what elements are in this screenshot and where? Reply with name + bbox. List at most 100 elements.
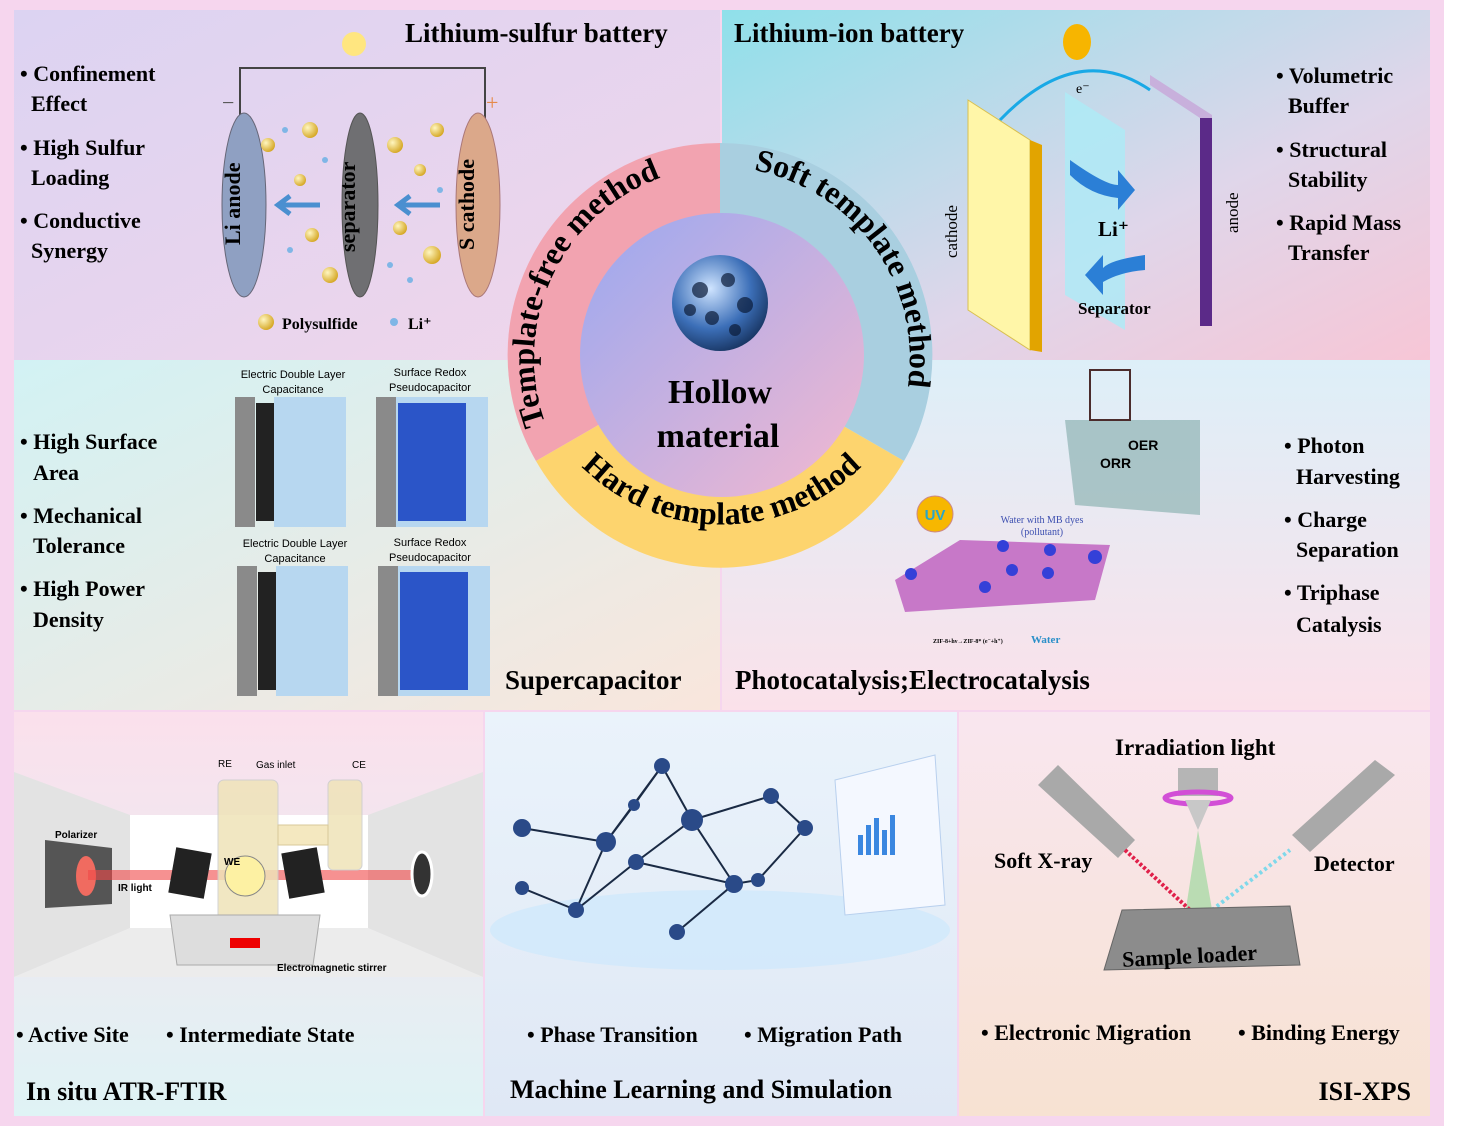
lis-bullet-cont: Loading	[31, 165, 109, 190]
redox-label: Surface Redox	[394, 367, 467, 379]
s-cathode-label: S cathode	[454, 159, 479, 250]
network-nodes	[513, 758, 813, 940]
lightbulb-icon	[1063, 24, 1091, 60]
uv-label: UV	[925, 507, 946, 524]
dye-label: (pollutant)	[1021, 527, 1063, 538]
sc-bullet-cont: Tolerance	[33, 533, 125, 558]
lib-bullet: • Rapid Mass	[1276, 210, 1402, 235]
center-title: Hollow	[668, 374, 772, 411]
arrow-left-icon	[393, 194, 440, 216]
optic-mount-right	[281, 847, 325, 899]
glow-platform	[490, 890, 950, 970]
dye-label: Water with MB dyes	[1001, 515, 1084, 526]
inner-circle	[580, 213, 864, 497]
atr-bullet: • Intermediate State	[166, 1022, 355, 1047]
polarizer-lens	[76, 856, 96, 896]
lib-bullet-cont: Buffer	[1288, 93, 1349, 118]
dye-molecules	[905, 540, 1102, 593]
stirrer-label: Electromagnetic stirrer	[277, 963, 387, 974]
water-label: Water	[1031, 634, 1060, 646]
redox-schematic-bottom	[378, 566, 490, 696]
atr-ftir-section: RE Gas inlet CE Polarizer WE IR light El…	[14, 759, 483, 1106]
uv-sun-icon	[916, 495, 954, 533]
separator-label: Separator	[1078, 299, 1151, 318]
pc-bullet: • Charge	[1284, 507, 1367, 532]
redox-label: Pseudocapacitor	[389, 382, 471, 394]
electrochemical-cell	[217, 779, 279, 921]
reaction-equation: ZIF-8+hν→ZIF-8* (e⁻+h⁺)	[933, 638, 1003, 645]
optic-mount-left	[168, 847, 212, 899]
supercapacitor-section: • High Surface Area • Mechanical Toleran…	[20, 367, 682, 696]
edlc-schematic-top	[235, 397, 346, 527]
cathode-plate	[967, 99, 1031, 351]
isi-xps-section: Irradiation light Soft X-ray Detector Sa…	[981, 735, 1411, 1106]
lib-bullet-cont: Transfer	[1288, 240, 1370, 265]
lis-bullet: • Conductive	[20, 208, 141, 233]
lib-bullet: • Volumetric	[1276, 63, 1393, 88]
pc-bullet: • Triphase	[1284, 580, 1380, 605]
electrolysis-tank	[1065, 420, 1200, 515]
soft-xray-label: Soft X-ray	[994, 848, 1092, 873]
atr-title: In situ ATR-FTIR	[26, 1077, 227, 1106]
cathode-label: cathode	[942, 205, 961, 258]
li-ion-particles	[282, 127, 443, 283]
legend-polysulfide: Polysulfide	[282, 316, 358, 333]
polysulfide-legend-icon	[258, 314, 274, 330]
orr-label: ORR	[1100, 455, 1131, 471]
center-title: material	[657, 418, 780, 455]
sc-bullet-cont: Density	[33, 607, 104, 632]
xps-title: ISI-XPS	[1319, 1077, 1411, 1106]
li-anode-label: Li anode	[220, 162, 245, 245]
sc-bullet: • Mechanical	[20, 503, 142, 528]
polysulfide-particles	[261, 122, 444, 283]
pc-bullet: • Photon	[1284, 433, 1364, 458]
oer-label: OER	[1128, 437, 1158, 453]
pc-bullet-cont: Catalysis	[1296, 612, 1382, 637]
circuit-wire	[239, 67, 486, 120]
polarizer-label: Polarizer	[55, 830, 97, 841]
hollow-sphere-image	[672, 255, 768, 351]
detector-label: Detector	[1314, 851, 1395, 876]
electron-path	[998, 69, 1151, 122]
we-label: WE	[224, 857, 240, 868]
pc-bullet-cont: Harvesting	[1296, 464, 1400, 489]
redox-label: Pseudocapacitor	[389, 552, 471, 564]
supercap-title: Supercapacitor	[505, 665, 682, 695]
lis-title: Lithium-sulfur battery	[405, 18, 668, 48]
detector-tube	[1292, 760, 1395, 852]
arrow-right-icon	[1070, 160, 1135, 210]
edlc-label: Electric Double Layer	[241, 369, 346, 381]
xps-bullet: • Binding Energy	[1238, 1020, 1400, 1045]
plus-sign: +	[486, 90, 498, 115]
arrow-left-icon	[273, 194, 320, 216]
xray-gun	[1038, 765, 1135, 858]
re-label: RE	[218, 759, 232, 770]
photocatalysis-section: Photocatalysis;Electrocatalysis • Photon…	[735, 369, 1400, 695]
separator-disc	[341, 112, 379, 298]
molecular-network	[521, 764, 806, 933]
nozzle	[1185, 800, 1211, 830]
edlc-label: Electric Double Layer	[243, 538, 348, 550]
dashboard-bars	[858, 815, 895, 855]
detector-window	[410, 850, 434, 898]
sc-bullet-cont: Area	[33, 460, 79, 485]
redox-label: Surface Redox	[394, 537, 467, 549]
ml-bullet: • Phase Transition	[527, 1022, 698, 1047]
li-anode-disc	[221, 112, 267, 298]
arrow-left-icon	[1085, 255, 1145, 295]
machine-learning-section: • Phase Transition • Migration Path Mach…	[490, 754, 950, 1104]
lithium-ion-section: Lithium-ion battery • Volumetric Buffer …	[734, 18, 1402, 352]
gas-inlet-label: Gas inlet	[256, 760, 296, 771]
electrode-mesh	[1089, 369, 1131, 421]
edlc-label: Capacitance	[264, 553, 325, 565]
lis-bullet-cont: Synergy	[31, 238, 108, 263]
ce-label: CE	[352, 760, 366, 771]
sc-bullet: • High Power	[20, 576, 145, 601]
lithium-sulfur-section: Lithium-sulfur battery • Confinement Eff…	[20, 18, 668, 333]
lib-bullet: • Structural	[1276, 137, 1387, 162]
irradiation-label: Irradiation light	[1115, 735, 1276, 760]
li-legend-icon	[390, 318, 398, 326]
legend-li: Li⁺	[408, 316, 432, 333]
connector-tube	[277, 824, 329, 846]
lis-bullet: • Confinement	[20, 61, 156, 86]
